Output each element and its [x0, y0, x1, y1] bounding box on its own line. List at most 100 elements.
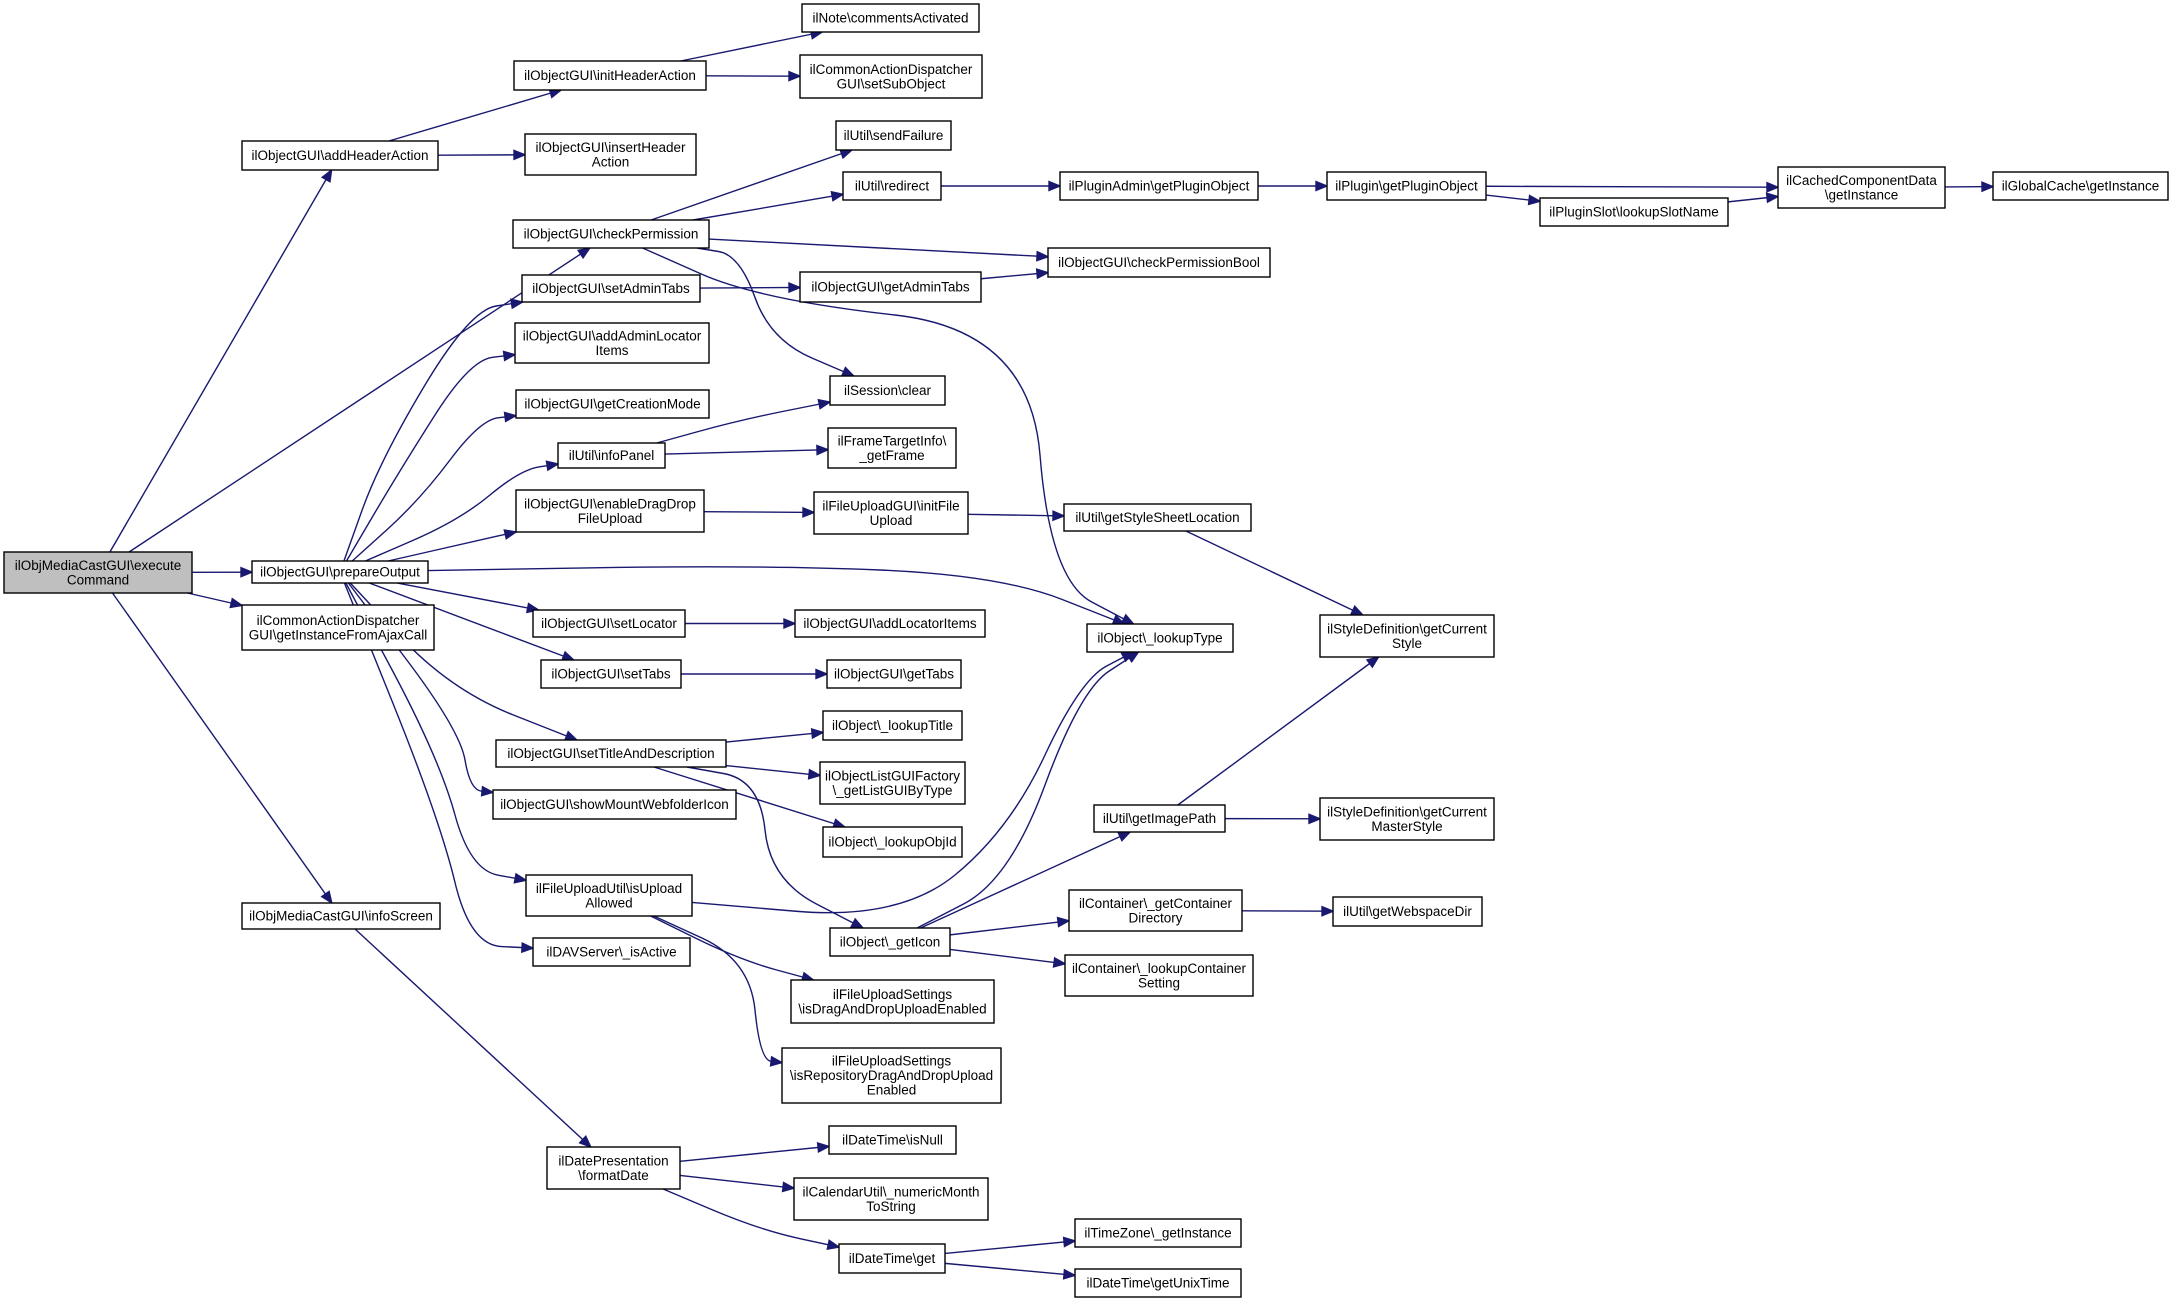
node-n31[interactable]: ilObjectGUI\addLocatorItems: [794, 609, 986, 638]
node-n29[interactable]: ilObject\_lookupType: [1086, 623, 1234, 653]
node-n6[interactable]: ilObjectGUI\initHeaderAction: [513, 60, 707, 91]
node-box: [1074, 1218, 1242, 1248]
node-n14[interactable]: ilCachedComponentData\getInstance: [1777, 166, 1946, 209]
node-n10[interactable]: ilUtil\sendFailure: [835, 120, 952, 151]
node-n39[interactable]: ilUtil\getImagePath: [1093, 804, 1226, 833]
node-n13[interactable]: ilPlugin\getPluginObject: [1326, 171, 1487, 201]
node-n36[interactable]: ilObjectListGUIFactory\_getListGUIByType: [819, 761, 966, 805]
node-n44[interactable]: ilUtil\getWebspaceDir: [1332, 896, 1483, 927]
node-n8[interactable]: ilNote\commentsActivated: [801, 3, 980, 33]
edge-line: [345, 353, 516, 562]
node-box: [521, 274, 701, 303]
node-label: ilObjectGUI\setTabs: [551, 667, 671, 682]
node-n47[interactable]: ilFileUploadSettings\isDragAndDropUpload…: [790, 979, 995, 1024]
node-box: [822, 710, 963, 741]
node-n53[interactable]: ilTimeZone\_getInstance: [1074, 1218, 1242, 1248]
node-box: [835, 120, 952, 151]
arrowhead: [1052, 956, 1067, 968]
node-label: ilObjectGUI\insertHeader: [535, 140, 686, 155]
node-box: [826, 659, 962, 689]
node-n4[interactable]: ilCommonActionDispatcherGUI\getInstanceF…: [241, 604, 435, 651]
edge-line: [1485, 185, 1779, 188]
arrowhead: [1321, 905, 1335, 917]
node-n48[interactable]: ilFileUploadSettings\isRepositoryDragAnd…: [781, 1047, 1002, 1104]
node-n45[interactable]: ilDAVServer\_isActive: [532, 937, 691, 967]
arrowhead: [817, 398, 832, 410]
node-label: ilObjectGUI\addAdminLocator: [523, 328, 702, 343]
node-n17[interactable]: ilObjectGUI\checkPermissionBool: [1047, 247, 1271, 278]
arrowhead: [1052, 510, 1066, 522]
node-label: ToString: [866, 1199, 916, 1214]
edge-line: [656, 401, 831, 444]
node-box: [801, 3, 980, 33]
edge-n35-n36: [725, 764, 822, 780]
arrowhead: [830, 190, 845, 202]
edge-n42-n46: [949, 948, 1067, 968]
arrowhead: [560, 650, 576, 662]
edge-line: [680, 31, 823, 62]
arrowhead: [513, 149, 527, 161]
node-label: ilObjectGUI\setAdminTabs: [532, 281, 690, 296]
node-box: [1047, 247, 1271, 278]
node-n27[interactable]: ilUtil\getStyleSheetLocation: [1063, 503, 1252, 532]
node-label: ilFileUploadGUI\initFile: [822, 498, 959, 513]
node-n3[interactable]: ilObjectGUI\prepareOutput: [251, 560, 429, 584]
edge-n49-n52: [662, 1188, 841, 1251]
node-n18[interactable]: ilObjectGUI\setAdminTabs: [521, 274, 701, 303]
edge-n27-n28: [1185, 530, 1365, 616]
node-box: [532, 609, 686, 638]
arrowhead: [229, 597, 244, 609]
node-n21[interactable]: ilObjectGUI\getCreationMode: [515, 389, 710, 419]
node-n11[interactable]: ilUtil\redirect: [842, 171, 942, 201]
node-n49[interactable]: ilDatePresentation\formatDate: [546, 1146, 681, 1190]
node-n35[interactable]: ilObjectGUI\setTitleAndDescription: [495, 739, 727, 768]
node-n19[interactable]: ilObjectGUI\getAdminTabs: [799, 271, 982, 303]
node-n33[interactable]: ilObjectGUI\getTabs: [826, 659, 962, 689]
edge-n0-n1: [109, 168, 333, 553]
node-box: [790, 979, 995, 1024]
node-n42[interactable]: ilObject\_getIcon: [829, 927, 951, 957]
edge-line: [920, 831, 1131, 929]
node-n52[interactable]: ilDateTime\get: [838, 1243, 946, 1274]
edge-n25-n26: [703, 506, 816, 518]
node-label: ilUtil\getImagePath: [1103, 811, 1216, 826]
node-box: [827, 427, 957, 469]
edge-n43-n44: [1241, 905, 1335, 917]
node-box: [1332, 896, 1483, 927]
node-n30[interactable]: ilObjectGUI\setLocator: [532, 609, 686, 638]
node-n24[interactable]: ilFrameTargetInfo\_getFrame: [827, 427, 957, 469]
arrowhead: [1765, 192, 1780, 204]
node-n2[interactable]: ilObjectGUI\checkPermission: [512, 219, 710, 249]
node-n22[interactable]: ilSession\clear: [829, 375, 946, 406]
node-n54[interactable]: ilDateTime\getUnixTime: [1074, 1268, 1242, 1298]
node-n37[interactable]: ilObjectGUI\showMountWebfolderIcon: [492, 789, 737, 820]
edge-n6-n9: [705, 70, 802, 82]
arrowhead: [826, 1239, 841, 1251]
node-n16[interactable]: ilPluginSlot\lookupSlotName: [1539, 197, 1729, 227]
node-n34[interactable]: ilObject\_lookupTitle: [822, 710, 963, 741]
edge-n0-n5: [111, 592, 333, 905]
node-n50[interactable]: ilDateTime\isNull: [828, 1125, 957, 1155]
node-n23[interactable]: ilUtil\infoPanel: [557, 442, 666, 469]
edge-line: [388, 89, 562, 142]
node-n1[interactable]: ilObjectGUI\addHeaderAction: [241, 140, 439, 171]
edge-line: [354, 928, 592, 1148]
node-n32[interactable]: ilObjectGUI\setTabs: [540, 659, 682, 689]
node-n5[interactable]: ilObjMediaCastGUI\infoScreen: [241, 902, 441, 930]
node-n38[interactable]: ilObject\_lookupObjId: [822, 826, 963, 858]
node-n15[interactable]: ilGlobalCache\getInstance: [1992, 171, 2169, 201]
node-n12[interactable]: ilPluginAdmin\getPluginObject: [1059, 171, 1259, 201]
